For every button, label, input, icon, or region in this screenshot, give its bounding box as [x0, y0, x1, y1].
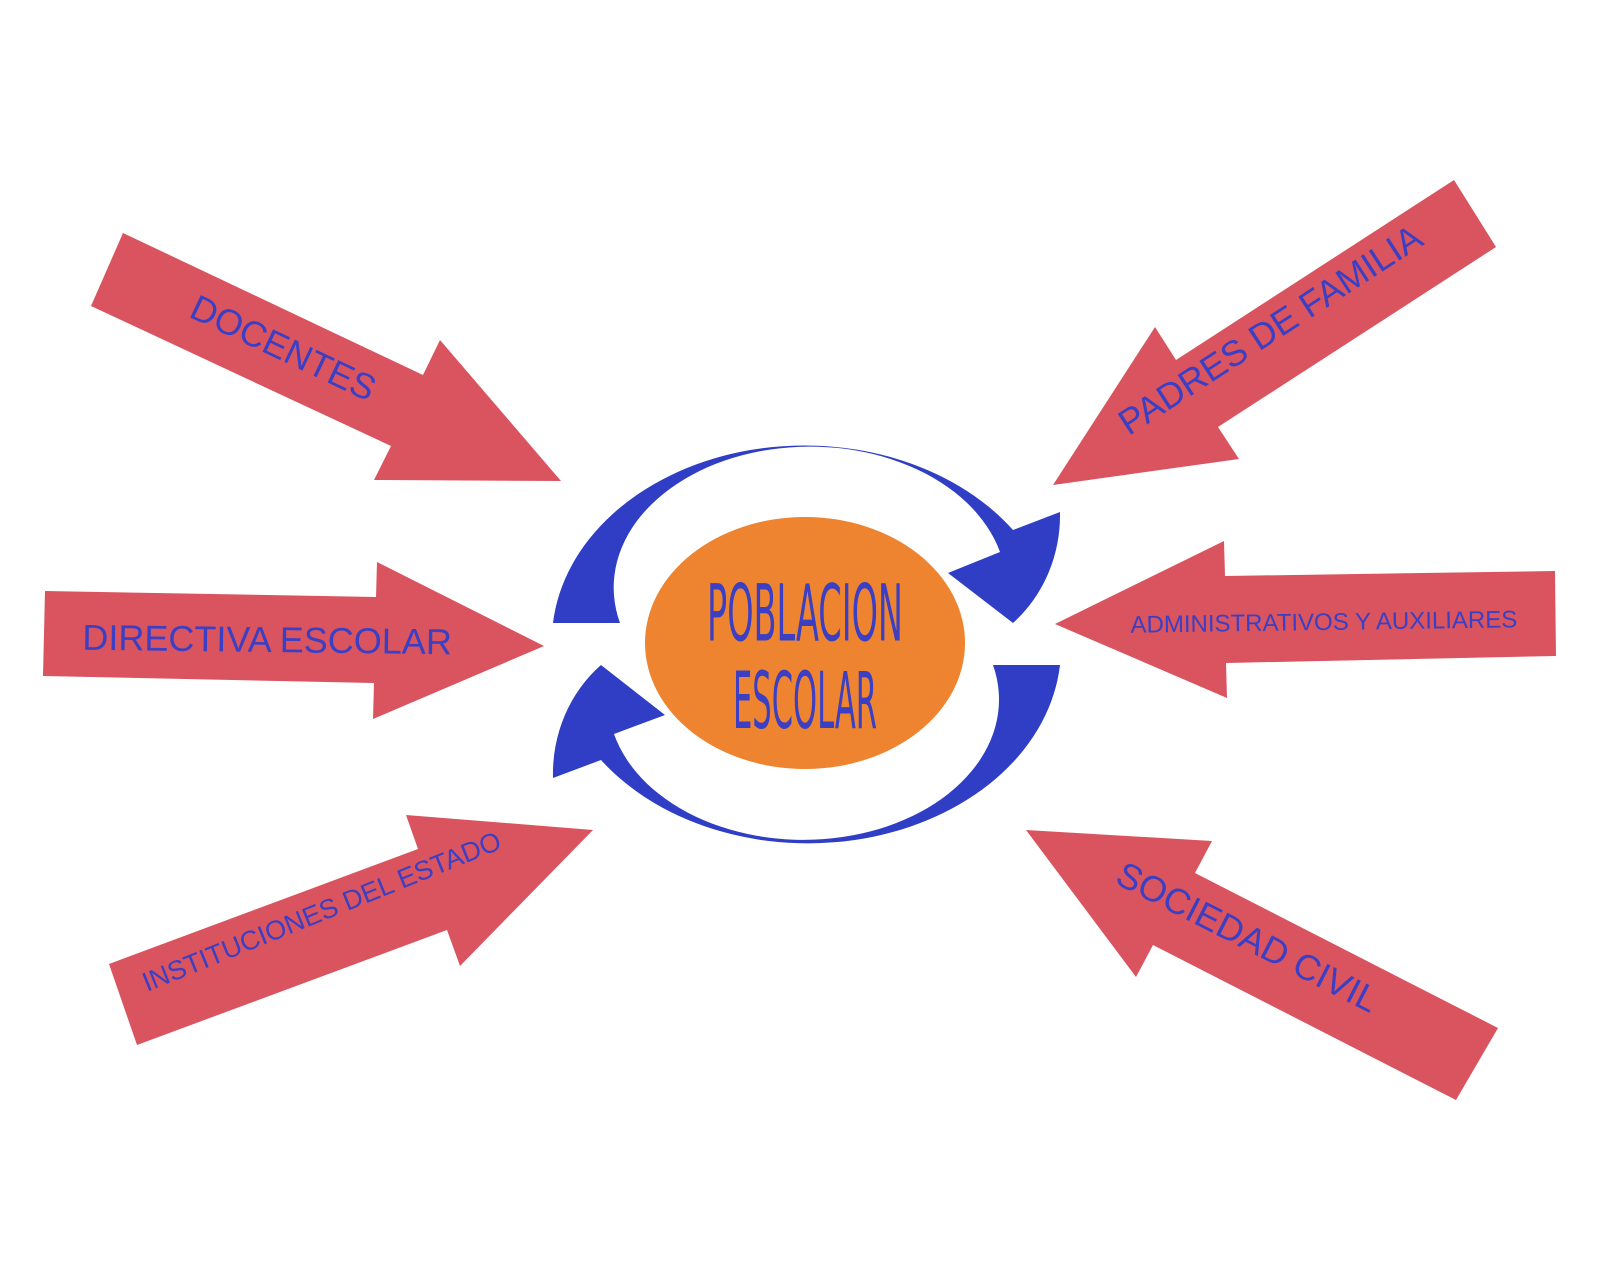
arrow-docentes-shape	[91, 233, 561, 481]
label-padres-de-familia: PADRES DE FAMILIA	[1111, 216, 1430, 443]
arrow-docentes: DOCENTES	[91, 233, 561, 481]
label-directiva-escolar: DIRECTIVA ESCOLAR	[82, 617, 452, 663]
arrow-instituciones: INSTITUCIONES DEL ESTADO	[109, 815, 593, 1045]
center-node: POBLACION ESCOLAR	[645, 517, 965, 769]
label-administrativos: ADMINISTRATIVOS Y AUXILIARES	[1130, 606, 1517, 638]
arrow-directiva-escolar: DIRECTIVA ESCOLAR	[43, 562, 544, 719]
center-title-line1: POBLACION	[707, 569, 903, 660]
arrow-administrativos: ADMINISTRATIVOS Y AUXILIARES	[1055, 541, 1556, 698]
arrow-padres-de-familia: PADRES DE FAMILIA	[1053, 180, 1496, 485]
arrow-instituciones-shape	[109, 815, 593, 1045]
arrow-padres-shape	[1053, 180, 1496, 485]
arrow-administrativos-shape	[1055, 541, 1556, 698]
center-title-line2: ESCOLAR	[733, 656, 877, 747]
refresh-cycle-icon	[552, 445, 1061, 844]
center-ellipse	[645, 517, 965, 769]
cycle-arrow-top	[553, 445, 1061, 623]
cycle-arrow-bottom	[552, 665, 1060, 844]
arrow-sociedad-civil: SOCIEDAD CIVIL	[1026, 830, 1498, 1100]
arrow-directiva-shape	[43, 562, 544, 719]
arrow-sociedad-shape	[1026, 830, 1498, 1100]
